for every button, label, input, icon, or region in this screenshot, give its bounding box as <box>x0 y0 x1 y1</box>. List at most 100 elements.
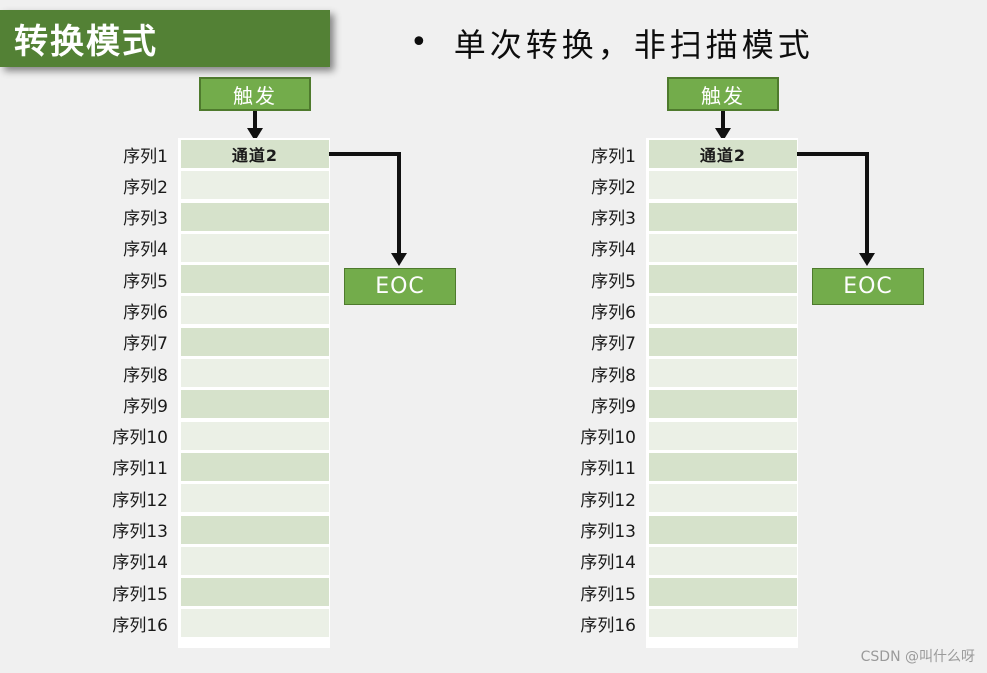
sequence-label: 序列15 <box>580 584 636 605</box>
sequence-row: 序列9 <box>560 390 797 419</box>
bullet-item: • 单次转换，非扫描模式 <box>410 25 814 64</box>
channel-cell <box>181 359 329 388</box>
sequence-label: 序列2 <box>591 177 636 198</box>
sequence-row: 序列15 <box>560 578 797 607</box>
trigger-arrow-line <box>253 111 257 130</box>
watermark: CSDN @叫什么呀 <box>860 649 975 665</box>
sequence-label: 序列6 <box>591 302 636 323</box>
sequence-row: 序列10 <box>560 421 797 450</box>
channel-cell <box>649 546 797 575</box>
eoc-arrow-horizontal-line <box>329 152 401 156</box>
sequence-row: 序列16 <box>560 609 797 638</box>
channel-cell <box>181 578 329 607</box>
sequence-label: 序列3 <box>123 209 168 230</box>
sequence-row: 序列1 通道2 <box>92 140 329 168</box>
sequence-row: 序列13 <box>92 515 329 544</box>
sequence-rows: 序列1 通道2 序列2 序列3 序列4 序列5 <box>92 140 329 638</box>
bullet-marker-icon: • <box>410 25 428 60</box>
eoc-box: EOC <box>344 268 456 305</box>
sequence-label: 序列7 <box>123 334 168 355</box>
trigger-box: 触发 <box>667 77 779 111</box>
sequence-row: 序列15 <box>92 578 329 607</box>
eoc-arrowhead-icon <box>391 253 407 266</box>
sequence-label: 序列11 <box>112 459 168 480</box>
sequence-label: 序列8 <box>591 365 636 386</box>
channel-cell <box>649 265 797 294</box>
channel-cell <box>649 327 797 356</box>
trigger-arrowhead-icon <box>247 128 263 141</box>
sequence-row: 序列2 <box>560 171 797 200</box>
sequence-row: 序列14 <box>560 546 797 575</box>
trigger-label: 触发 <box>701 83 745 108</box>
channel-cell <box>649 233 797 262</box>
sequence-row: 序列12 <box>92 484 329 513</box>
diagram-right: 触发 序列1 通道2 序列2 序列3 序列4 <box>560 70 940 662</box>
sequence-label: 序列13 <box>580 522 636 543</box>
channel-cell <box>181 390 329 419</box>
sequence-row: 序列3 <box>560 202 797 231</box>
sequence-row: 序列11 <box>560 452 797 481</box>
channel-cell <box>649 484 797 513</box>
sequence-row: 序列8 <box>92 359 329 388</box>
eoc-label: EOC <box>375 274 425 299</box>
sequence-label: 序列15 <box>112 584 168 605</box>
channel-cell <box>181 265 329 294</box>
trigger-box: 触发 <box>199 77 311 111</box>
channel-cell <box>649 609 797 638</box>
sequence-row: 序列5 <box>560 265 797 294</box>
channel-value: 通道2 <box>699 146 747 165</box>
channel-cell <box>649 202 797 231</box>
sequence-label: 序列16 <box>112 615 168 636</box>
channel-cell <box>181 233 329 262</box>
page-title: 转换模式 <box>14 22 158 62</box>
channel-cell <box>649 578 797 607</box>
channel-cell <box>181 546 329 575</box>
sequence-row: 序列10 <box>92 421 329 450</box>
channel-cell <box>649 421 797 450</box>
channel-cell <box>181 171 329 200</box>
channel-cell <box>649 171 797 200</box>
sequence-label: 序列16 <box>580 615 636 636</box>
channel-cell <box>649 359 797 388</box>
sequence-label: 序列8 <box>123 365 168 386</box>
sequence-row: 序列7 <box>560 327 797 356</box>
sequence-label: 序列14 <box>112 553 168 574</box>
sequence-row: 序列7 <box>92 327 329 356</box>
eoc-arrowhead-icon <box>859 253 875 266</box>
sequence-label: 序列1 <box>123 146 168 167</box>
bullet-text: 单次转换，非扫描模式 <box>453 26 814 64</box>
sequence-label: 序列4 <box>591 240 636 261</box>
channel-cell <box>649 390 797 419</box>
eoc-label: EOC <box>843 274 893 299</box>
sequence-label: 序列1 <box>591 146 636 167</box>
sequence-label: 序列11 <box>580 459 636 480</box>
sequence-rows: 序列1 通道2 序列2 序列3 序列4 序列5 <box>560 140 797 638</box>
sequence-label: 序列14 <box>580 553 636 574</box>
sequence-label: 序列5 <box>591 271 636 292</box>
sequence-row: 序列12 <box>560 484 797 513</box>
channel-cell <box>181 296 329 325</box>
sequence-label: 序列10 <box>580 428 636 449</box>
sequence-row: 序列1 通道2 <box>560 140 797 168</box>
sequence-row: 序列13 <box>560 515 797 544</box>
channel-cell <box>649 296 797 325</box>
sequence-row: 序列11 <box>92 452 329 481</box>
sequence-label: 序列2 <box>123 177 168 198</box>
channel-cell <box>181 515 329 544</box>
trigger-arrow-line <box>721 111 725 130</box>
sequence-label: 序列13 <box>112 522 168 543</box>
title-banner: 转换模式 <box>0 10 330 67</box>
sequence-label: 序列12 <box>580 490 636 511</box>
eoc-box: EOC <box>812 268 924 305</box>
sequence-row: 序列4 <box>92 233 329 262</box>
eoc-arrow-horizontal-line <box>797 152 869 156</box>
sequence-row: 序列16 <box>92 609 329 638</box>
sequence-row: 序列8 <box>560 359 797 388</box>
sequence-row: 序列3 <box>92 202 329 231</box>
channel-cell <box>181 421 329 450</box>
channel-cell: 通道2 <box>649 140 797 168</box>
sequence-label: 序列9 <box>123 396 168 417</box>
sequence-label: 序列7 <box>591 334 636 355</box>
channel-cell: 通道2 <box>181 140 329 168</box>
